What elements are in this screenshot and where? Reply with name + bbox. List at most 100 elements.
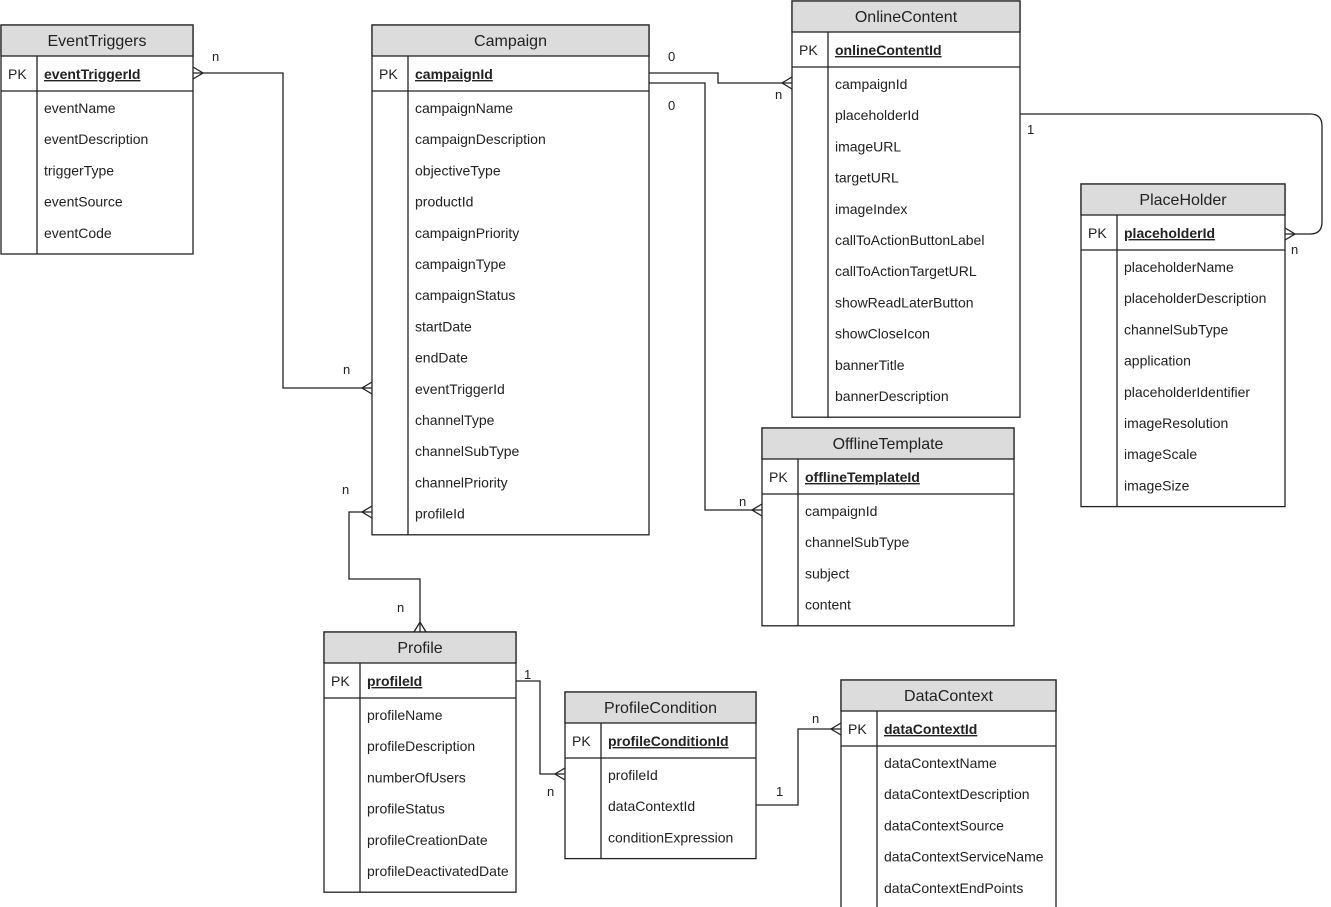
field: content (805, 597, 851, 613)
crowfoot-icon (360, 381, 373, 395)
connector-profile-profilecondition (516, 680, 565, 775)
cardinality-label: n (812, 711, 819, 726)
field: campaignStatus (415, 287, 515, 303)
primary-key-field: profileConditionId (608, 733, 729, 749)
cardinality-label: n (342, 482, 349, 497)
field: productId (415, 194, 473, 210)
entity-title: OnlineContent (855, 9, 958, 26)
field: dataContextId (608, 798, 695, 814)
field: imageResolution (1124, 415, 1228, 431)
field: campaignId (805, 503, 877, 519)
field: campaignId (835, 76, 907, 92)
pk-tag: PK (848, 721, 867, 737)
primary-key-field: profileId (367, 673, 422, 689)
field: channelSubType (415, 443, 520, 459)
pk-tag: PK (572, 733, 591, 749)
connector-eventtriggers-campaign (193, 72, 372, 389)
primary-key-field: onlineContentId (835, 42, 942, 58)
cardinality-label: 1 (776, 784, 783, 799)
cardinality-label: n (775, 87, 782, 102)
primary-key-field: dataContextId (884, 721, 977, 737)
primary-key-field: offlineTemplateId (805, 469, 920, 485)
pk-tag: PK (1088, 225, 1107, 241)
primary-key-field: placeholderId (1124, 225, 1215, 241)
crowfoot-icon (750, 503, 763, 517)
field: profileStatus (367, 801, 445, 817)
crowfoot-icon (192, 66, 205, 80)
entity-box (0, 24, 194, 255)
entity-title: Profile (397, 640, 442, 657)
field: campaignDescription (415, 131, 546, 147)
field: placeholderIdentifier (1124, 384, 1250, 400)
entity-title: OfflineTemplate (833, 436, 944, 453)
entity-box (371, 24, 650, 536)
cardinality-label: n (397, 600, 404, 615)
field: application (1124, 353, 1191, 369)
cardinality-label: 0 (668, 49, 675, 64)
cardinality-label: n (1291, 242, 1298, 257)
field: placeholderName (1124, 259, 1234, 275)
connector-campaign-offlinetemplate (649, 82, 762, 511)
crowfoot-icon (829, 722, 842, 736)
field: conditionExpression (608, 829, 733, 845)
field: profileDeactivatedDate (367, 863, 509, 879)
pk-tag: PK (8, 66, 27, 82)
field: showReadLaterButton (835, 294, 974, 310)
field: startDate (415, 318, 472, 334)
crowfoot-icon (413, 620, 427, 633)
cardinality-label: n (547, 784, 554, 799)
field: profileName (367, 707, 443, 723)
cardinality-label: n (739, 494, 746, 509)
entity-box (323, 631, 517, 893)
field: placeholderId (835, 107, 919, 123)
field: imageURL (835, 138, 901, 154)
entity-header (0, 24, 194, 57)
pk-tag: PK (799, 42, 818, 58)
entity-header (564, 691, 757, 724)
field: endDate (415, 350, 468, 366)
entity-title: DataContext (904, 688, 993, 705)
field: targetURL (835, 170, 899, 186)
entity-header (761, 427, 1015, 460)
entity-header (371, 24, 650, 57)
primary-key-field: campaignId (415, 66, 493, 82)
field: showCloseIcon (835, 326, 930, 342)
field: dataContextName (884, 755, 997, 771)
field: channelSubType (1124, 321, 1229, 337)
field: channelPriority (415, 474, 508, 490)
field: profileCreationDate (367, 832, 488, 848)
primary-key-field: eventTriggerId (44, 66, 140, 82)
entity-box (761, 427, 1015, 627)
pk-tag: PK (379, 66, 398, 82)
entity-header (840, 679, 1057, 712)
field: profileId (608, 767, 658, 783)
entity-header (323, 631, 517, 664)
crowfoot-icon (1284, 227, 1297, 241)
field: campaignType (415, 256, 506, 272)
field: channelSubType (805, 534, 910, 550)
field: bannerTitle (835, 357, 905, 373)
field: eventDescription (44, 131, 148, 147)
cardinality-label: n (212, 49, 219, 64)
field: dataContextSource (884, 817, 1004, 833)
field: placeholderDescription (1124, 290, 1266, 306)
field: objectiveType (415, 162, 501, 178)
cardinality-label: 0 (668, 98, 675, 113)
field: subject (805, 565, 849, 581)
field: dataContextDescription (884, 786, 1030, 802)
connector-campaign-onlinecontent (649, 72, 792, 84)
field: channelType (415, 412, 495, 428)
pk-tag: PK (769, 469, 788, 485)
crowfoot-icon (553, 767, 566, 781)
field: bannerDescription (835, 388, 949, 404)
